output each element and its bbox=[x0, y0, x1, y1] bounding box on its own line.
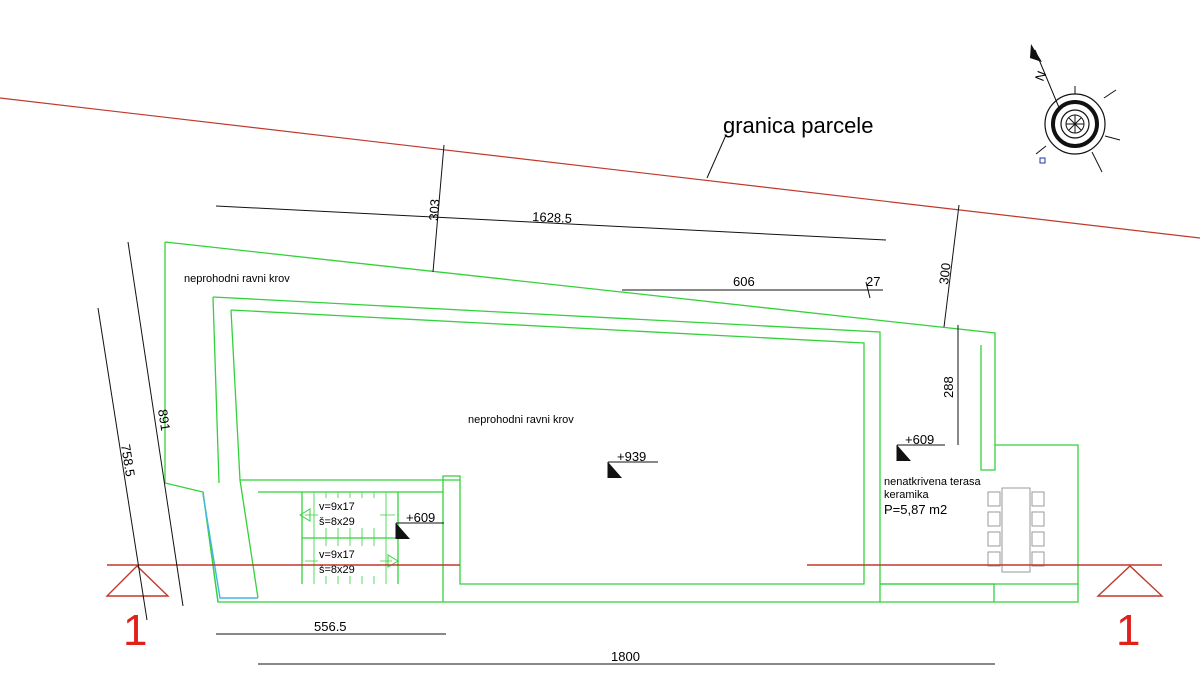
dim-300: 300 bbox=[936, 262, 954, 285]
dimension-lines bbox=[97, 144, 995, 665]
parcel-leader-line bbox=[706, 134, 727, 179]
dim-27: 27 bbox=[866, 274, 880, 289]
glass-panel bbox=[202, 493, 258, 599]
dim-288: 288 bbox=[941, 376, 956, 398]
stair-upper-height: v=9x17 bbox=[319, 501, 355, 513]
parcel-boundary-label: granica parcele bbox=[723, 113, 873, 138]
terrace-finish-label: keramika bbox=[884, 489, 930, 501]
level-marker-roof: +939 bbox=[607, 449, 658, 478]
level-stair-value: +609 bbox=[406, 510, 435, 525]
level-terrace-value: +609 bbox=[905, 432, 934, 447]
stair-arrow-down-icon bbox=[387, 554, 399, 568]
dim-891: 891 bbox=[155, 408, 173, 432]
stair-lower-height: v=9x17 bbox=[319, 549, 355, 561]
level-roof-value: +939 bbox=[617, 449, 646, 464]
dim-758-5: 758.5 bbox=[118, 443, 138, 477]
dim-556-5: 556.5 bbox=[314, 619, 347, 634]
dim-606: 606 bbox=[733, 274, 755, 289]
north-label: N bbox=[1032, 69, 1049, 83]
terrace-label: nenatkrivena terasa bbox=[884, 476, 981, 488]
section-label-right: 1 bbox=[1116, 606, 1140, 655]
dim-1628-5: 1628.5 bbox=[532, 209, 572, 226]
section-label-left: 1 bbox=[123, 606, 147, 655]
parcel-boundary-line bbox=[0, 97, 1200, 239]
building-walls bbox=[164, 241, 1079, 603]
compass-rose-icon: N bbox=[1030, 44, 1121, 173]
stair-lower-width: š=8x29 bbox=[319, 564, 355, 576]
roof-label-main: neprohodni ravni krov bbox=[468, 414, 574, 426]
staircase: v=9x17 š=8x29 v=9x17 š=8x29 bbox=[299, 492, 399, 584]
level-triangle-icon bbox=[608, 462, 622, 478]
dim-1800: 1800 bbox=[611, 649, 640, 664]
north-arrow-icon bbox=[1030, 44, 1042, 62]
section-marker-left-icon bbox=[105, 565, 170, 597]
terrace-table-set bbox=[987, 487, 1045, 573]
level-triangle-icon bbox=[396, 523, 410, 539]
section-marker-right-icon bbox=[1096, 565, 1164, 597]
level-triangle-icon bbox=[897, 445, 911, 461]
roof-label-top: neprohodni ravni krov bbox=[184, 273, 290, 285]
terrace-area-label: P=5,87 m2 bbox=[884, 502, 947, 517]
stair-upper-width: š=8x29 bbox=[319, 516, 355, 528]
stair-arrow-up-icon bbox=[299, 508, 311, 522]
dim-303: 303 bbox=[426, 199, 442, 222]
level-marker-terrace: +609 bbox=[896, 432, 945, 461]
level-marker-stair: +609 bbox=[395, 510, 444, 539]
